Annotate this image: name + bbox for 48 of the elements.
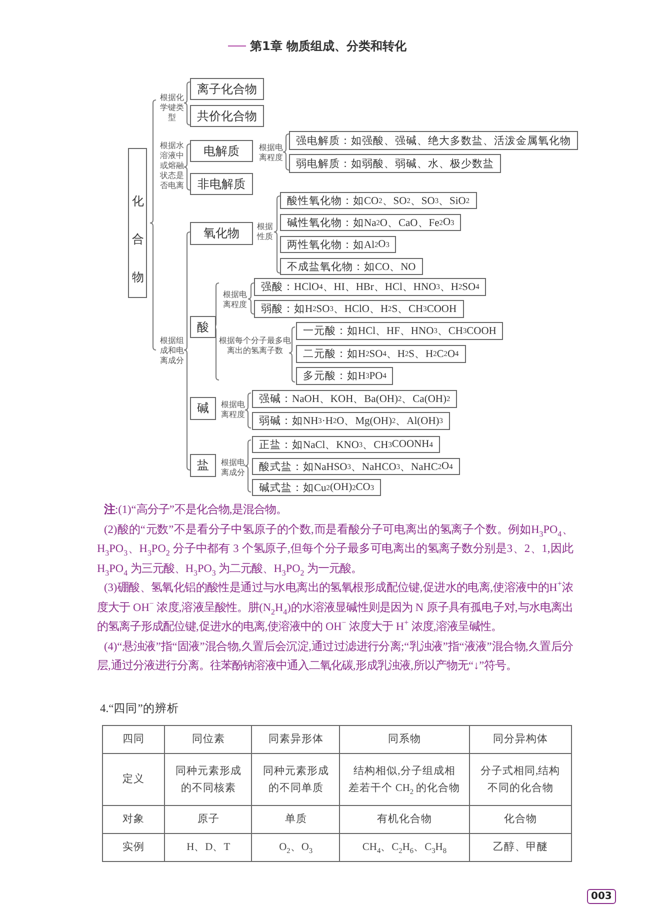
note-paragraph: (2)酸的“元数”不是看分子中氢原子的个数,而是看酸分子可电离出的氢离子个数。例如H$_{3}$PO$_{4}$、H$_{3}$PO$_{3}$、H$_{3}$PO$_{2}$ 分子中都有 3 个氢原子,但每个分子最多可电离出的氢离子数分别是3、2、1,因此 H$_{3}$PO$_{4}$ 为三元酸、H$_{3}$PO$_{3}$ 为二元酸、H$_{3}$PO$_{2}$ 为一元酸。	[97, 522, 573, 579]
table-cell: 同种元素形成的不同核素	[164, 754, 252, 806]
table-header-cell: 同位素	[164, 726, 252, 754]
table-cell: 同种元素形成的不同单质	[252, 754, 340, 806]
category-box: 非电解质	[190, 173, 253, 195]
criterion-label: 根据性质	[256, 222, 274, 242]
root-box: 化合物	[128, 148, 147, 298]
example-box: 强电解质：如强酸、强碱、绝大多数盐、活泼金属氧化物	[289, 131, 578, 150]
table-cell: 分子式相同,结构不同的化合物	[469, 754, 572, 806]
category-box: 共价化合物	[190, 105, 264, 127]
criterion-label: 根据化学键类型	[159, 93, 185, 123]
category-box: 电解质	[190, 140, 253, 162]
criterion-label: 根据组成和电离成分	[159, 336, 185, 366]
table-header-cell: 同系物	[340, 726, 470, 754]
example-box: 不成盐氧化物：如CO、NO	[280, 258, 423, 275]
table-cell: 实例	[102, 834, 165, 862]
criterion-label: 根据电离成分	[220, 458, 246, 478]
category-box: 盐	[190, 454, 216, 477]
table-cell: 原子	[164, 806, 252, 834]
criterion-label: 根据水溶液中或熔融状态是否电离	[159, 141, 185, 191]
table-cell: 对象	[102, 806, 165, 834]
table-header-cell: 同素异形体	[252, 726, 340, 754]
criterion-label: 根据电离程度	[222, 290, 248, 310]
example-box: 弱电解质：如弱酸、弱碱、水、极少数盐	[289, 154, 501, 173]
note-paragraph: (4)“悬浊液”指“固液”混合物,久置后会沉淀,通过过滤进行分离;“乳浊液”指“液液”混合物,久置后分层,通过分液进行分离。往苯酚钠溶液中通入二氧化碳,形成乳浊液,所以产物无“↓”符号。	[97, 639, 573, 674]
category-box: 离子化合物	[190, 78, 264, 100]
table-cell: 有机化合物	[340, 806, 470, 834]
category-box: 酸	[190, 316, 216, 338]
page-number: 003	[587, 889, 616, 904]
table-cell: CH$_{4}$、C$_{2}$H$_{6}$、C$_{3}$H$_{8}$	[340, 834, 470, 862]
table-cell: 化合物	[469, 806, 572, 834]
category-box: 碱	[190, 397, 216, 420]
note-paragraph: (3)硼酸、氢氧化铝的酸性是通过与水电离出的氢氧根形成配位键,促进水的电离,使溶液中的H$^{+}$浓度大于 OH$^{−}$ 浓度,溶液呈酸性。肼(N$_{2}$H$_{4}$)的水溶液显碱性则是因为 N 原子具有孤电子对,与水电离出的氢离子形成配位键,促进水的电离,使溶液中的 OH$^{−}$ 浓度大于 H$^{+}$ 浓度,溶液呈碱性。	[97, 579, 573, 635]
criterion-label: 根据电离程度	[220, 400, 246, 420]
table-cell: 结构相似,分子组成相差若干个 CH$_{2}$ 的化合物	[340, 754, 470, 806]
note-paragraph: 注:(1)“高分子”不是化合物,是混合物。	[103, 502, 288, 518]
table-cell: 乙醇、甲醚	[469, 834, 572, 862]
criterion-label: 根据每个分子最多电离出的氢离子数	[218, 336, 292, 356]
section-heading: 4.“四同”的辨析	[100, 702, 179, 716]
table-header-cell: 四同	[102, 726, 165, 754]
chapter-header: 第1章 物质组成、分类和转化	[250, 38, 407, 55]
table-cell: 单质	[252, 806, 340, 834]
table-cell: H、D、T	[164, 834, 252, 862]
table-cell: O$_{2}$、O$_{3}$	[252, 834, 340, 862]
category-box: 氧化物	[190, 222, 253, 245]
table-header-cell: 同分异构体	[469, 726, 572, 754]
table-cell: 定义	[102, 754, 165, 806]
criterion-label: 根据电离程度	[258, 143, 284, 163]
